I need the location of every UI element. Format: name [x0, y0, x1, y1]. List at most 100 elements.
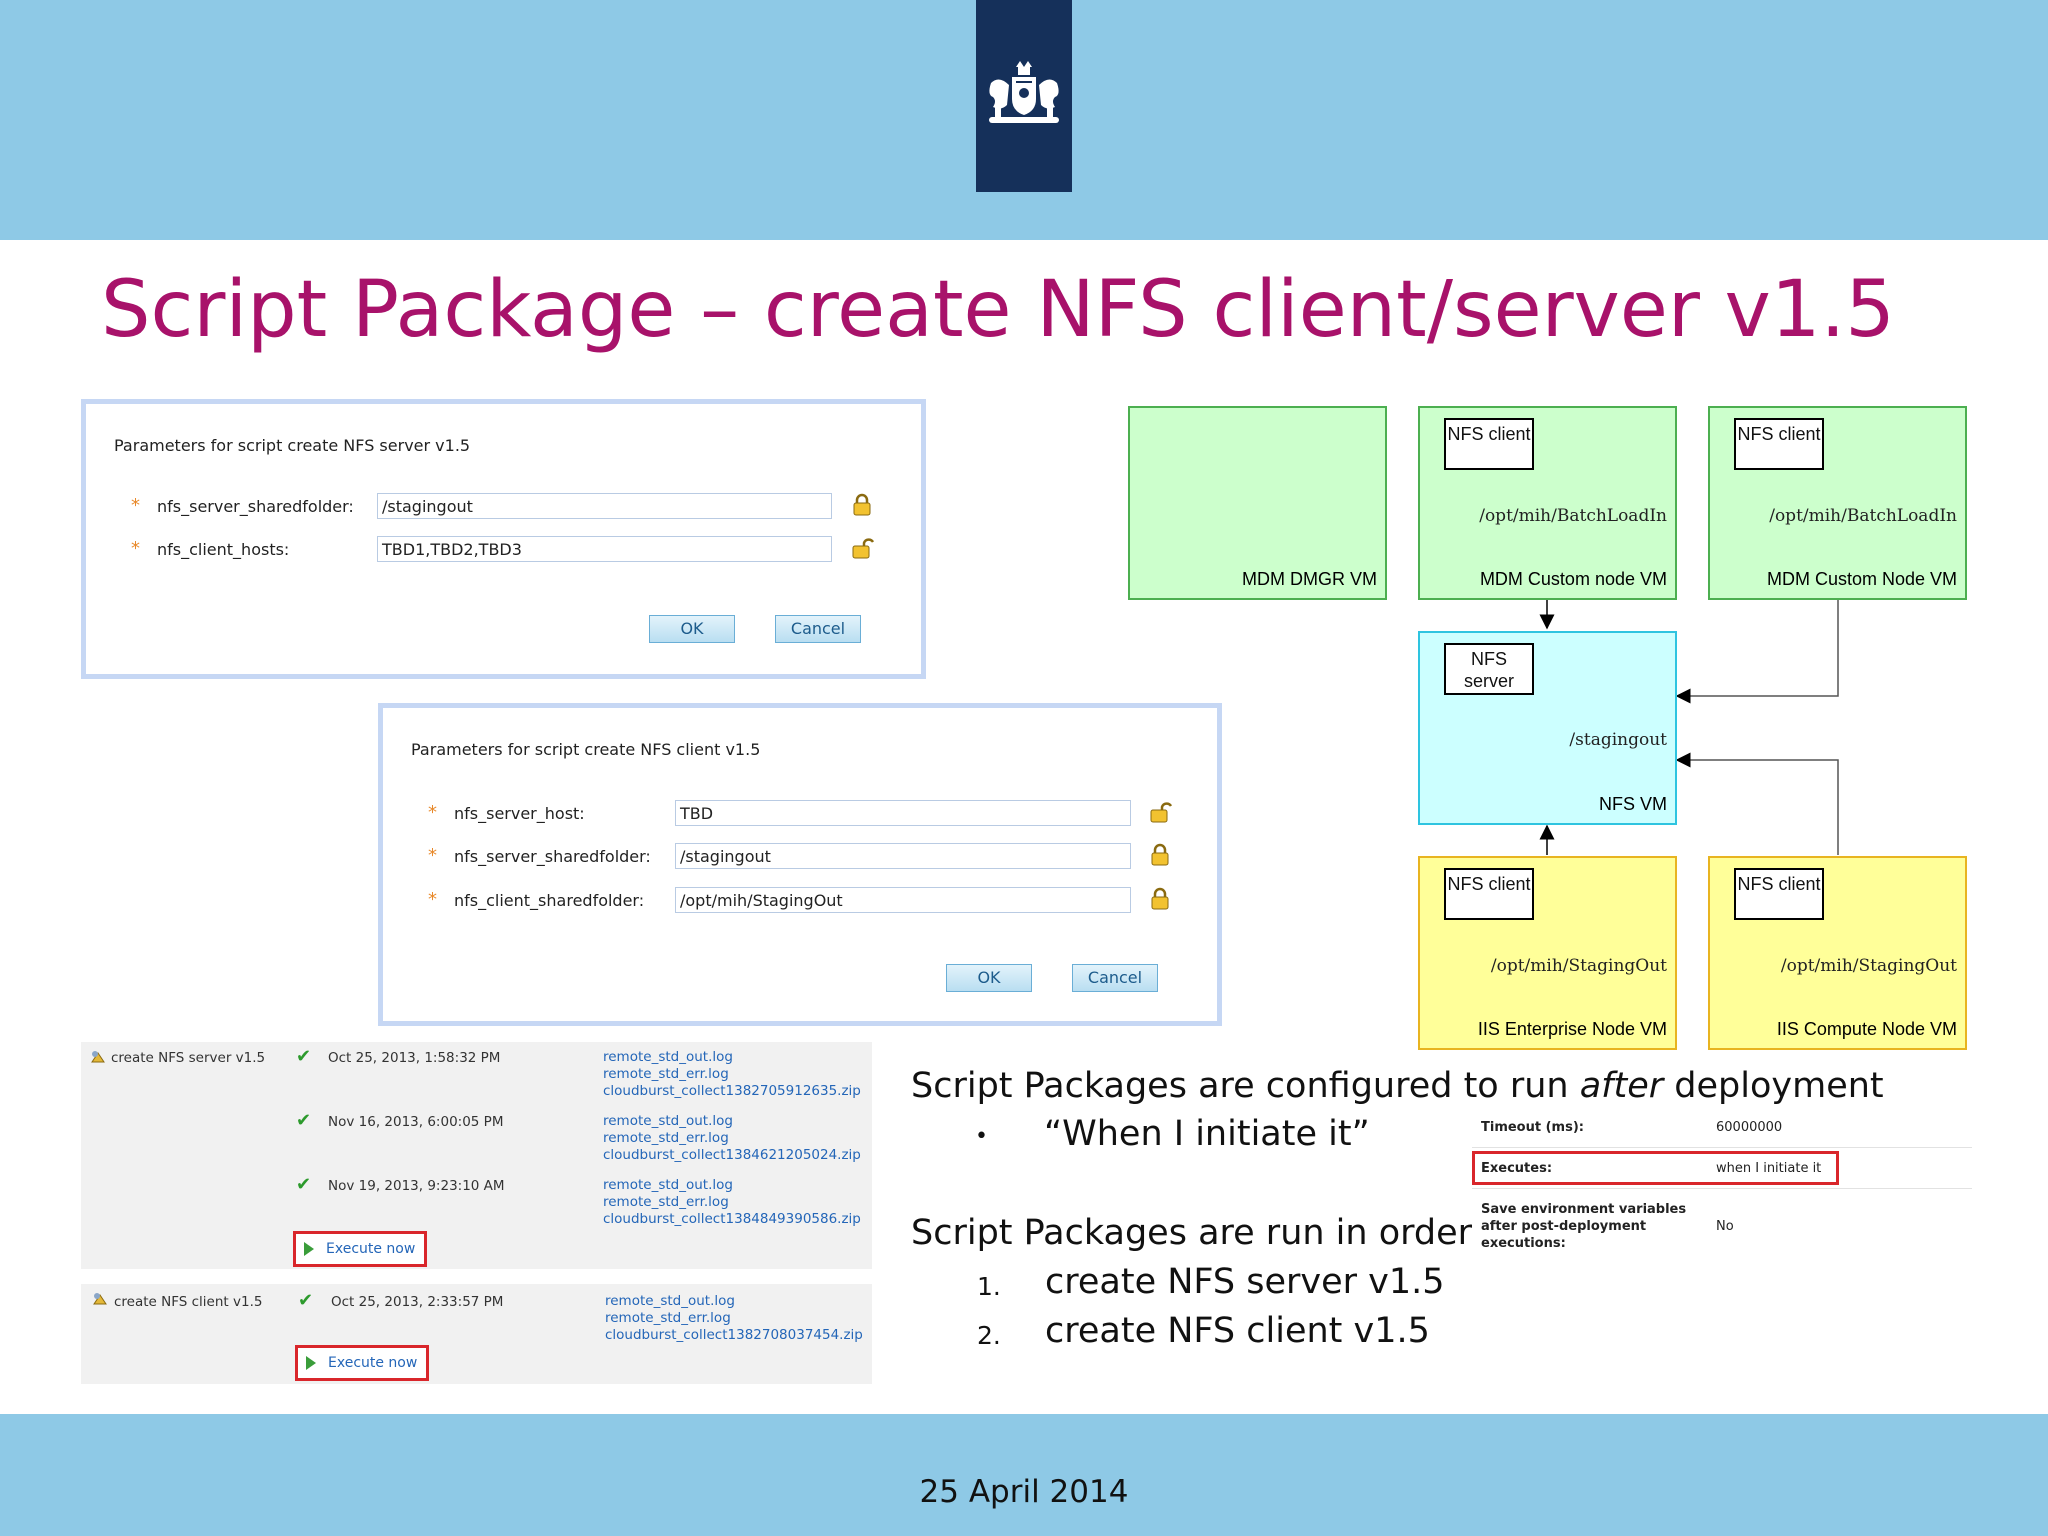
log-link[interactable]: remote_std_err.log [603, 1130, 729, 1146]
timeout-value: 60000000 [1716, 1120, 1783, 1135]
coat-of-arms-logo [976, 0, 1072, 192]
field-row: * nfs_server_sharedfolder: /stagingout [383, 843, 1217, 873]
nfs-client-box: NFS client [1444, 868, 1534, 920]
lock-closed-icon[interactable] [1150, 887, 1170, 911]
save-env-value: No [1716, 1219, 1734, 1234]
vm-label: MDM DMGR VM [1242, 569, 1377, 589]
field-label: nfs_client_hosts: [157, 540, 290, 559]
cancel-button[interactable]: Cancel [775, 615, 861, 643]
vm-box-mdm-custom-node-2: NFS client /opt/mih/BatchLoadIn MDM Cust… [1708, 406, 1967, 600]
play-icon [304, 1242, 314, 1256]
log-links: remote_std_out.log remote_std_err.log cl… [603, 1177, 861, 1228]
sub-bullet: “When I initiate it” [1044, 1114, 1370, 1154]
nfs-server-sharedfolder-input[interactable]: /stagingout [675, 843, 1131, 869]
vm-label: IIS Compute Node VM [1776, 1019, 1957, 1039]
arrow-compute-node-to-nfs [1675, 752, 1839, 855]
success-check-icon: ✔ [296, 1046, 312, 1067]
log-links: remote_std_out.log remote_std_err.log cl… [605, 1293, 863, 1344]
required-asterisk: * [428, 802, 437, 823]
client-parameters-dialog: Parameters for script create NFS client … [378, 703, 1222, 1026]
execution-history-server: create NFS server v1.5 ✔ Oct 25, 2013, 1… [81, 1042, 872, 1269]
log-link[interactable]: remote_std_err.log [603, 1066, 729, 1082]
executes-row-highlight [1472, 1151, 1839, 1185]
vm-box-mdm-custom-node: NFS client /opt/mih/BatchLoadIn MDM Cust… [1418, 406, 1677, 600]
executes-label: Executes: [1481, 1161, 1553, 1176]
log-link[interactable]: remote_std_out.log [605, 1293, 735, 1309]
arrow-custom-node2-to-nfs [1675, 600, 1839, 704]
execute-now-label: Execute now [326, 1241, 416, 1257]
slide-title: Script Package – create NFS client/serve… [101, 265, 1895, 355]
vm-box-iis-enterprise-node: NFS client /opt/mih/StagingOut IIS Enter… [1418, 856, 1677, 1050]
dialog-title: Parameters for script create NFS server … [114, 436, 471, 455]
nfs-server-sharedfolder-input[interactable]: /stagingout [377, 493, 832, 519]
field-row: * nfs_server_sharedfolder: /stagingout [86, 493, 921, 523]
zip-link[interactable]: cloudburst_collect1384621205024.zip [603, 1147, 861, 1163]
nfs-server-host-input[interactable]: TBD [675, 800, 1131, 826]
footer-band [0, 1414, 2048, 1536]
field-row: * nfs_client_sharedfolder: /opt/mih/Stag… [383, 887, 1217, 917]
configured-prefix: Script Packages are configured to run [911, 1066, 1580, 1106]
timeout-label: Timeout (ms): [1481, 1120, 1584, 1135]
success-check-icon: ✔ [296, 1174, 312, 1195]
required-asterisk: * [131, 495, 140, 516]
lock-closed-icon[interactable] [1150, 843, 1170, 867]
configured-suffix: deployment [1663, 1066, 1884, 1106]
mount-path: /opt/mih/StagingOut [1490, 956, 1667, 976]
vm-label: IIS Enterprise Node VM [1477, 1019, 1667, 1039]
success-check-icon: ✔ [298, 1290, 314, 1311]
nfs-client-box: NFS client [1734, 418, 1824, 470]
log-link[interactable]: remote_std_out.log [603, 1177, 733, 1193]
log-links: remote_std_out.log remote_std_err.log cl… [603, 1113, 861, 1164]
nfs-client-hosts-input[interactable]: TBD1,TBD2,TBD3 [377, 536, 832, 562]
log-link[interactable]: remote_std_out.log [603, 1113, 733, 1129]
server-parameters-dialog: Parameters for script create NFS server … [81, 399, 926, 679]
log-link[interactable]: remote_std_err.log [603, 1194, 729, 1210]
nfs-client-sharedfolder-input[interactable]: /opt/mih/StagingOut [675, 887, 1131, 913]
script-package-icon [91, 1290, 109, 1312]
execute-now-button[interactable]: Execute now [293, 1231, 427, 1267]
log-links: remote_std_out.log remote_std_err.log cl… [603, 1049, 861, 1100]
cancel-button[interactable]: Cancel [1072, 964, 1158, 992]
play-icon [306, 1356, 316, 1370]
execute-now-button[interactable]: Execute now [295, 1345, 429, 1381]
execution-history-client: create NFS client v1.5 ✔ Oct 25, 2013, 2… [81, 1284, 872, 1384]
dialog-title: Parameters for script create NFS client … [411, 740, 761, 759]
nfs-client-box: NFS client [1734, 868, 1824, 920]
vm-box-nfs: NFS server /stagingout NFS VM [1418, 631, 1677, 825]
script-package-name: create NFS server v1.5 [111, 1050, 266, 1066]
configured-bullet: Script Packages are configured to run af… [911, 1066, 1884, 1106]
lock-open-icon[interactable] [852, 536, 875, 560]
script-package-icon [89, 1048, 107, 1070]
required-asterisk: * [428, 889, 437, 910]
order-item-number: 1. [977, 1272, 1001, 1301]
script-package-settings: Timeout (ms): 60000000 Executes: when I … [1472, 1112, 1972, 1262]
success-check-icon: ✔ [296, 1110, 312, 1131]
required-asterisk: * [428, 845, 437, 866]
field-label: nfs_server_sharedfolder: [454, 847, 651, 866]
required-asterisk: * [131, 538, 140, 559]
field-label: nfs_client_sharedfolder: [454, 891, 645, 910]
execute-now-label: Execute now [328, 1355, 418, 1371]
ok-button[interactable]: OK [649, 615, 735, 643]
zip-link[interactable]: cloudburst_collect1382705912635.zip [603, 1083, 861, 1099]
zip-link[interactable]: cloudburst_collect1382708037454.zip [605, 1327, 863, 1343]
zip-link[interactable]: cloudburst_collect1384849390586.zip [603, 1211, 861, 1227]
execution-date: Nov 16, 2013, 6:00:05 PM [328, 1114, 504, 1130]
row-divider [1472, 1188, 1972, 1189]
order-heading: Script Packages are run in order [911, 1213, 1473, 1253]
lock-open-icon[interactable] [1150, 800, 1173, 824]
share-path: /stagingout [1569, 730, 1667, 750]
lock-closed-icon[interactable] [852, 493, 872, 517]
sub-bullet-marker: • [975, 1124, 988, 1149]
field-label: nfs_server_sharedfolder: [157, 497, 354, 516]
save-env-label: after post-deployment [1481, 1219, 1647, 1234]
vm-box-mdm-dmgr: MDM DMGR VM [1128, 406, 1387, 600]
log-link[interactable]: remote_std_out.log [603, 1049, 733, 1065]
field-label: nfs_server_host: [454, 804, 585, 823]
save-env-label: executions: [1481, 1236, 1566, 1251]
mount-path: /opt/mih/StagingOut [1780, 956, 1957, 976]
log-link[interactable]: remote_std_err.log [605, 1310, 731, 1326]
vm-box-iis-compute-node: NFS client /opt/mih/StagingOut IIS Compu… [1708, 856, 1967, 1050]
configured-emphasis: after [1579, 1066, 1664, 1106]
ok-button[interactable]: OK [946, 964, 1032, 992]
